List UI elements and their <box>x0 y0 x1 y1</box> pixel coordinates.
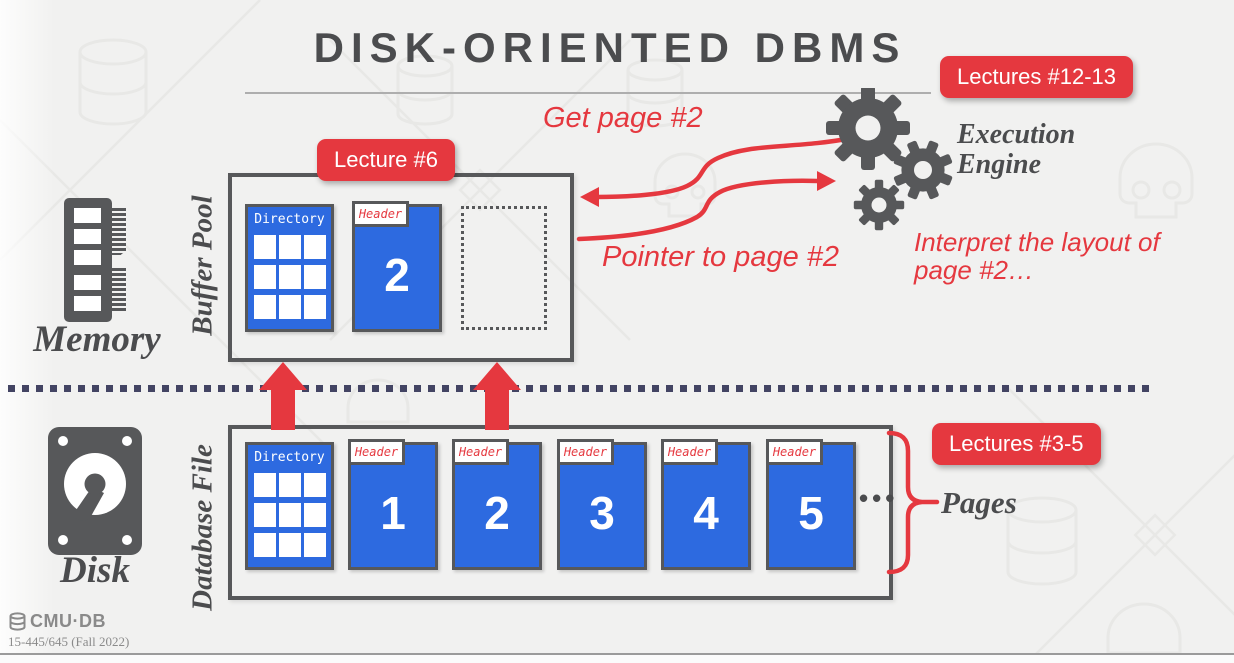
directory-label: Directory <box>254 450 325 465</box>
get-page-arrow <box>593 135 855 200</box>
buffer-pool-label: Buffer Pool <box>186 195 219 336</box>
execution-engine-line1: Execution <box>957 119 1076 150</box>
cmu-db-logo-text: CMU·DB <box>30 611 106 631</box>
get-page-arrowhead <box>580 187 599 207</box>
database-file-label: Database File <box>186 444 219 611</box>
lectures-12-13-badge: Lectures #12-13 <box>940 56 1133 98</box>
pages-brace-label: Pages <box>941 485 1017 520</box>
database-stack-icon <box>9 612 26 631</box>
interpret-line1: Interpret the layout of <box>914 227 1160 257</box>
cmu-db-logo: CMU·DB <box>8 611 106 632</box>
disk-label: Disk <box>60 550 130 591</box>
page-header-tab: Header <box>452 439 509 465</box>
page-number: 3 <box>589 487 615 539</box>
pointer-arrow <box>576 178 821 242</box>
database-file-directory: Directory <box>245 442 334 570</box>
page-header-tab: Header <box>661 439 718 465</box>
buffer-pool-empty-frame <box>461 206 547 330</box>
more-pages-ellipsis: ••• <box>859 483 899 513</box>
ram-icon <box>64 198 134 322</box>
lecture-6-badge: Lecture #6 <box>317 139 455 181</box>
memory-label: Memory <box>33 319 161 360</box>
db-page-4: Header 4 <box>661 439 751 570</box>
pointer-annotation: Pointer to page #2 <box>602 241 840 273</box>
execution-engine-label: Execution Engine <box>957 120 1075 180</box>
load-arrow-right <box>473 362 521 430</box>
course-footer-text: 15-445/645 (Fall 2022) <box>8 634 130 649</box>
directory-grid <box>253 235 326 319</box>
db-page-3: Header 3 <box>557 439 647 570</box>
page-header-tab: Header <box>348 439 405 465</box>
buffer-pool-page-2: Header 2 <box>352 201 442 332</box>
db-page-2: Header 2 <box>452 439 542 570</box>
lectures-3-5-badge: Lectures #3-5 <box>932 423 1101 465</box>
page-header-tab: Header <box>352 201 409 227</box>
page-number: 1 <box>380 487 406 539</box>
directory-grid <box>253 473 326 557</box>
title-divider <box>245 92 931 94</box>
get-page-annotation: Get page #2 <box>543 102 703 134</box>
directory-label: Directory <box>254 212 325 227</box>
page-number: 2 <box>484 487 510 539</box>
load-page-arrows <box>259 362 521 430</box>
page-header-tab: Header <box>766 439 823 465</box>
page-number: 2 <box>384 249 410 301</box>
execution-engine-line2: Engine <box>957 149 1042 180</box>
page-number: 5 <box>798 487 824 539</box>
db-page-1: Header 1 <box>348 439 438 570</box>
page-title: DISK-ORIENTED DBMS <box>313 24 907 71</box>
gears-icon <box>826 88 953 231</box>
interpret-annotation: Interpret the layout of page #2… <box>914 228 1160 284</box>
page-number: 4 <box>693 487 719 539</box>
page-header-tab: Header <box>557 439 614 465</box>
db-page-5: Header 5 <box>766 439 856 570</box>
buffer-pool-directory: Directory <box>245 204 334 332</box>
memory-disk-divider <box>8 385 1150 392</box>
hdd-icon <box>48 427 142 555</box>
load-arrow-left <box>259 362 307 430</box>
interpret-line2: page #2… <box>914 255 1034 285</box>
